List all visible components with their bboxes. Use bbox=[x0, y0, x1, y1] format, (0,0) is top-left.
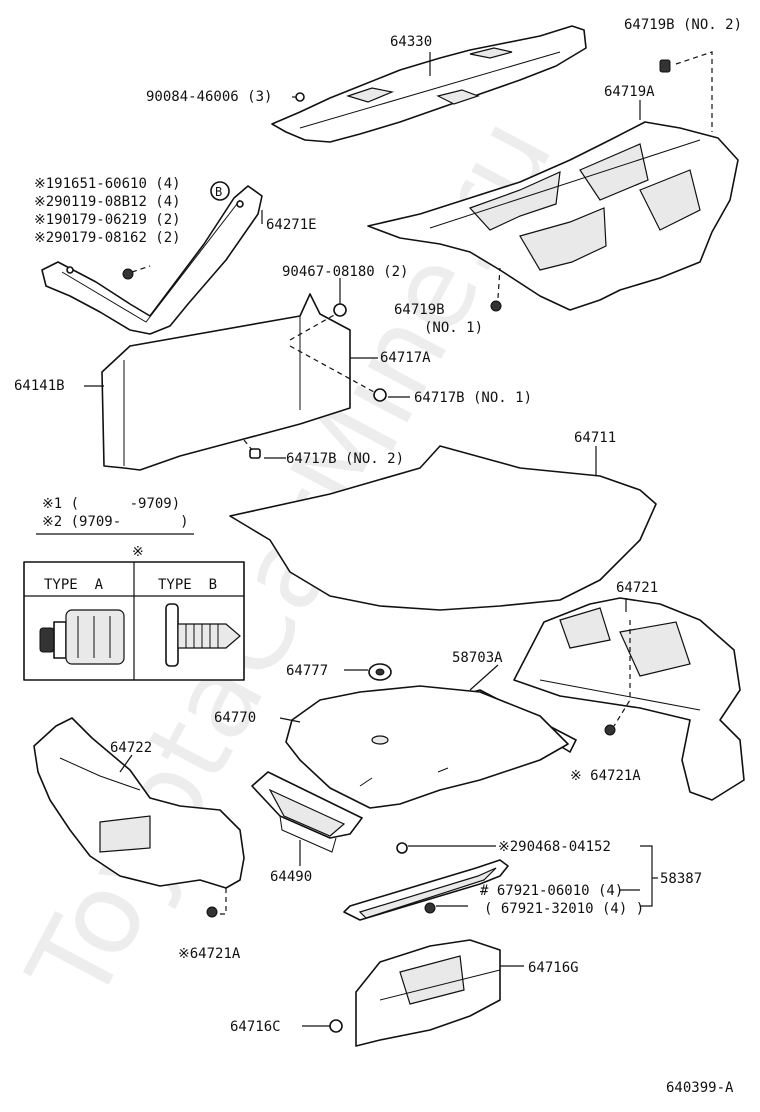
clip-type-b-icon bbox=[165, 603, 241, 667]
clip-290468 bbox=[396, 842, 496, 854]
part-64722-quarter-trim bbox=[33, 717, 245, 889]
clip-bracket bbox=[122, 265, 151, 280]
legend-type-a: TYPE A bbox=[44, 577, 104, 593]
label-64717b-no2: 64717B (NO. 2) bbox=[286, 451, 404, 467]
label-58387: 58387 bbox=[660, 871, 702, 887]
label-290179: ※290179-08162 (2) bbox=[34, 230, 181, 246]
clip-64721a-right bbox=[604, 620, 631, 736]
label-64716g: 64716G bbox=[528, 960, 579, 976]
legend-note-1: ※1 ( -9709) bbox=[42, 496, 180, 512]
group-bracket-58387 bbox=[620, 845, 658, 907]
label-64717a: 64717A bbox=[380, 350, 431, 366]
part-64721-quarter-trim bbox=[513, 597, 745, 801]
label-64271e: 64271E bbox=[266, 217, 317, 233]
figure-id: 640399-A bbox=[666, 1080, 734, 1096]
clip-64719b-no2 bbox=[659, 51, 713, 132]
label-58703a: 58703A bbox=[452, 650, 503, 666]
clip-64716c bbox=[302, 1019, 343, 1033]
label-64777: 64777 bbox=[286, 663, 328, 679]
clip-type-a-icon bbox=[39, 609, 125, 665]
part-64141b-side-trim bbox=[101, 293, 351, 471]
clip-64721a-left bbox=[206, 888, 227, 918]
clip-type-table bbox=[23, 561, 245, 681]
part-64490-tray bbox=[251, 771, 363, 853]
label-64770: 64770 bbox=[214, 710, 256, 726]
label-64490: 64490 bbox=[270, 869, 312, 885]
label-64716c: 64716C bbox=[230, 1019, 281, 1035]
legend-table-mark: ※ bbox=[132, 544, 144, 560]
part-64777-grommet bbox=[368, 663, 392, 681]
label-191651: ※191651-60610 (4) bbox=[34, 176, 181, 192]
label-64721: 64721 bbox=[616, 580, 658, 596]
clip-67921 bbox=[424, 902, 468, 914]
label-64711: 64711 bbox=[574, 430, 616, 446]
label-marker-b: B bbox=[215, 185, 222, 199]
label-64721a-left: ※64721A bbox=[178, 946, 241, 962]
label-64719b-no1-suffix: (NO. 1) bbox=[424, 320, 483, 336]
part-64711-trunk-mat bbox=[229, 445, 657, 611]
label-64141b: 64141B bbox=[14, 378, 65, 394]
label-190179: ※190179-06219 (2) bbox=[34, 212, 181, 228]
clip-64717b-no2 bbox=[243, 439, 261, 459]
part-64330-package-tray bbox=[271, 25, 587, 143]
label-90467: 90467-08180 (2) bbox=[282, 264, 408, 280]
clip-90084 bbox=[292, 92, 305, 102]
label-64330: 64330 bbox=[390, 34, 432, 50]
part-64719a-trunk-trim bbox=[367, 121, 739, 311]
label-64721a-right: ※ 64721A bbox=[570, 768, 641, 784]
label-64722: 64722 bbox=[110, 740, 152, 756]
marker-b bbox=[210, 181, 230, 201]
legend-note-2: ※2 (9709- ) bbox=[42, 514, 189, 530]
legend-type-b: TYPE B bbox=[158, 577, 217, 593]
label-290119: ※290119-08B12 (4) bbox=[34, 194, 181, 210]
label-64719b-no2: 64719B (NO. 2) bbox=[624, 17, 742, 33]
label-290468: ※290468-04152 bbox=[498, 839, 611, 855]
part-64271e-bracket bbox=[41, 185, 263, 335]
part-labels: 64330 90084-46006 (3) 64719B (NO. 2) 647… bbox=[14, 17, 742, 1096]
clip-90467 bbox=[289, 278, 347, 341]
label-64719a: 64719A bbox=[604, 84, 655, 100]
leader-lines bbox=[84, 52, 641, 866]
part-58387-scuff-plate bbox=[343, 859, 509, 921]
part-64716g-front-trim bbox=[355, 939, 524, 1047]
part-64770-deck-board bbox=[285, 685, 569, 809]
label-64717b-no1: 64717B (NO. 1) bbox=[414, 390, 532, 406]
label-67921-32010: ( 67921-32010 (4) ) bbox=[484, 901, 644, 917]
label-67921-06010: # 67921-06010 (4) bbox=[480, 883, 623, 899]
legend-text: ※1 ( -9709) ※2 (9709- ) ※ TYPE A TYPE B bbox=[42, 496, 217, 593]
label-64719b-no1: 64719B bbox=[394, 302, 445, 318]
clip-64717b-no1 bbox=[289, 345, 410, 402]
clip-64719b-no1 bbox=[490, 267, 502, 312]
label-90084: 90084-46006 (3) bbox=[146, 89, 272, 105]
